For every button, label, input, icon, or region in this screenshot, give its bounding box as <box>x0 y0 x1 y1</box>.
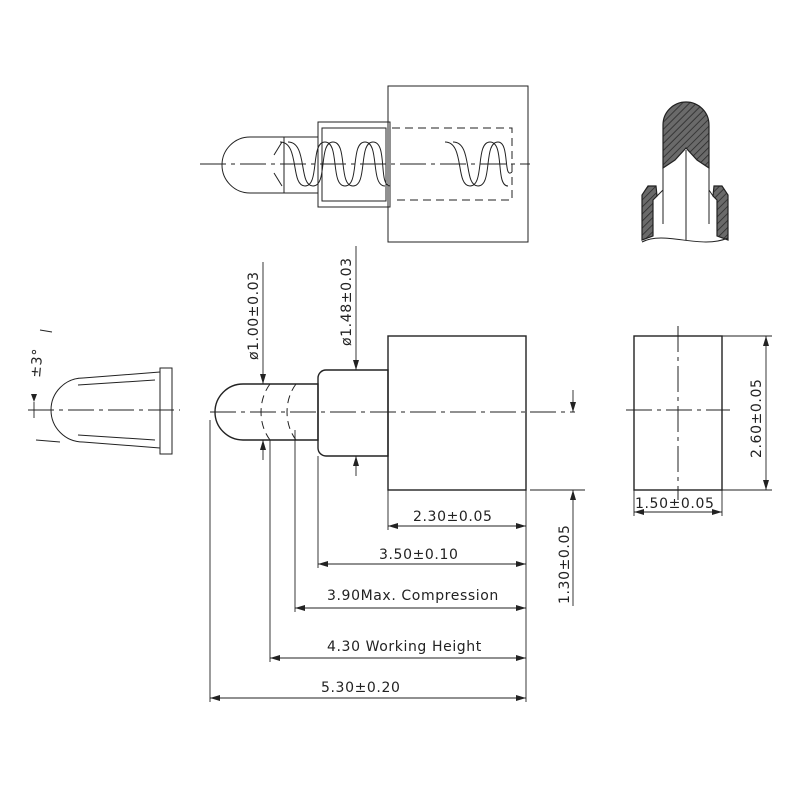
dim-dia-barrel: ø1.48±0.03 <box>339 257 355 346</box>
dim-dia-tip: ø1.00±0.03 <box>246 271 262 360</box>
dim-working-height: 4.30 Working Height <box>327 639 482 655</box>
diameter-dimensions: ø1.00±0.03 ø1.48±0.03 <box>246 246 359 476</box>
end-view: 2.60±0.05 1.50±0.05 <box>626 326 772 516</box>
dim-body-width: 1.50±0.05 <box>635 496 714 512</box>
dim-max-compression: 3.90Max. Compression <box>327 588 499 604</box>
angle-label: ±3° <box>28 348 47 379</box>
dim-total-length: 5.30±0.20 <box>321 680 400 696</box>
dim-body-length: 2.30±0.05 <box>413 509 492 525</box>
spring-left-icon <box>273 141 391 187</box>
dim-body-height: 2.60±0.05 <box>749 379 765 458</box>
spring-right-icon <box>444 141 513 187</box>
plunger-tip-side-view: ±3° <box>28 329 180 455</box>
dim-barrel-length: 3.50±0.10 <box>379 547 458 563</box>
dim-center-height: 1.30±0.05 <box>557 525 573 604</box>
center-height-dimension: 1.30±0.05 <box>530 390 585 606</box>
section-detail-view <box>641 101 729 243</box>
length-dimensions: 2.30±0.05 3.50±0.10 3.90Max. Compression… <box>209 420 527 702</box>
main-side-view <box>210 335 575 491</box>
top-assembly-view <box>200 85 530 243</box>
